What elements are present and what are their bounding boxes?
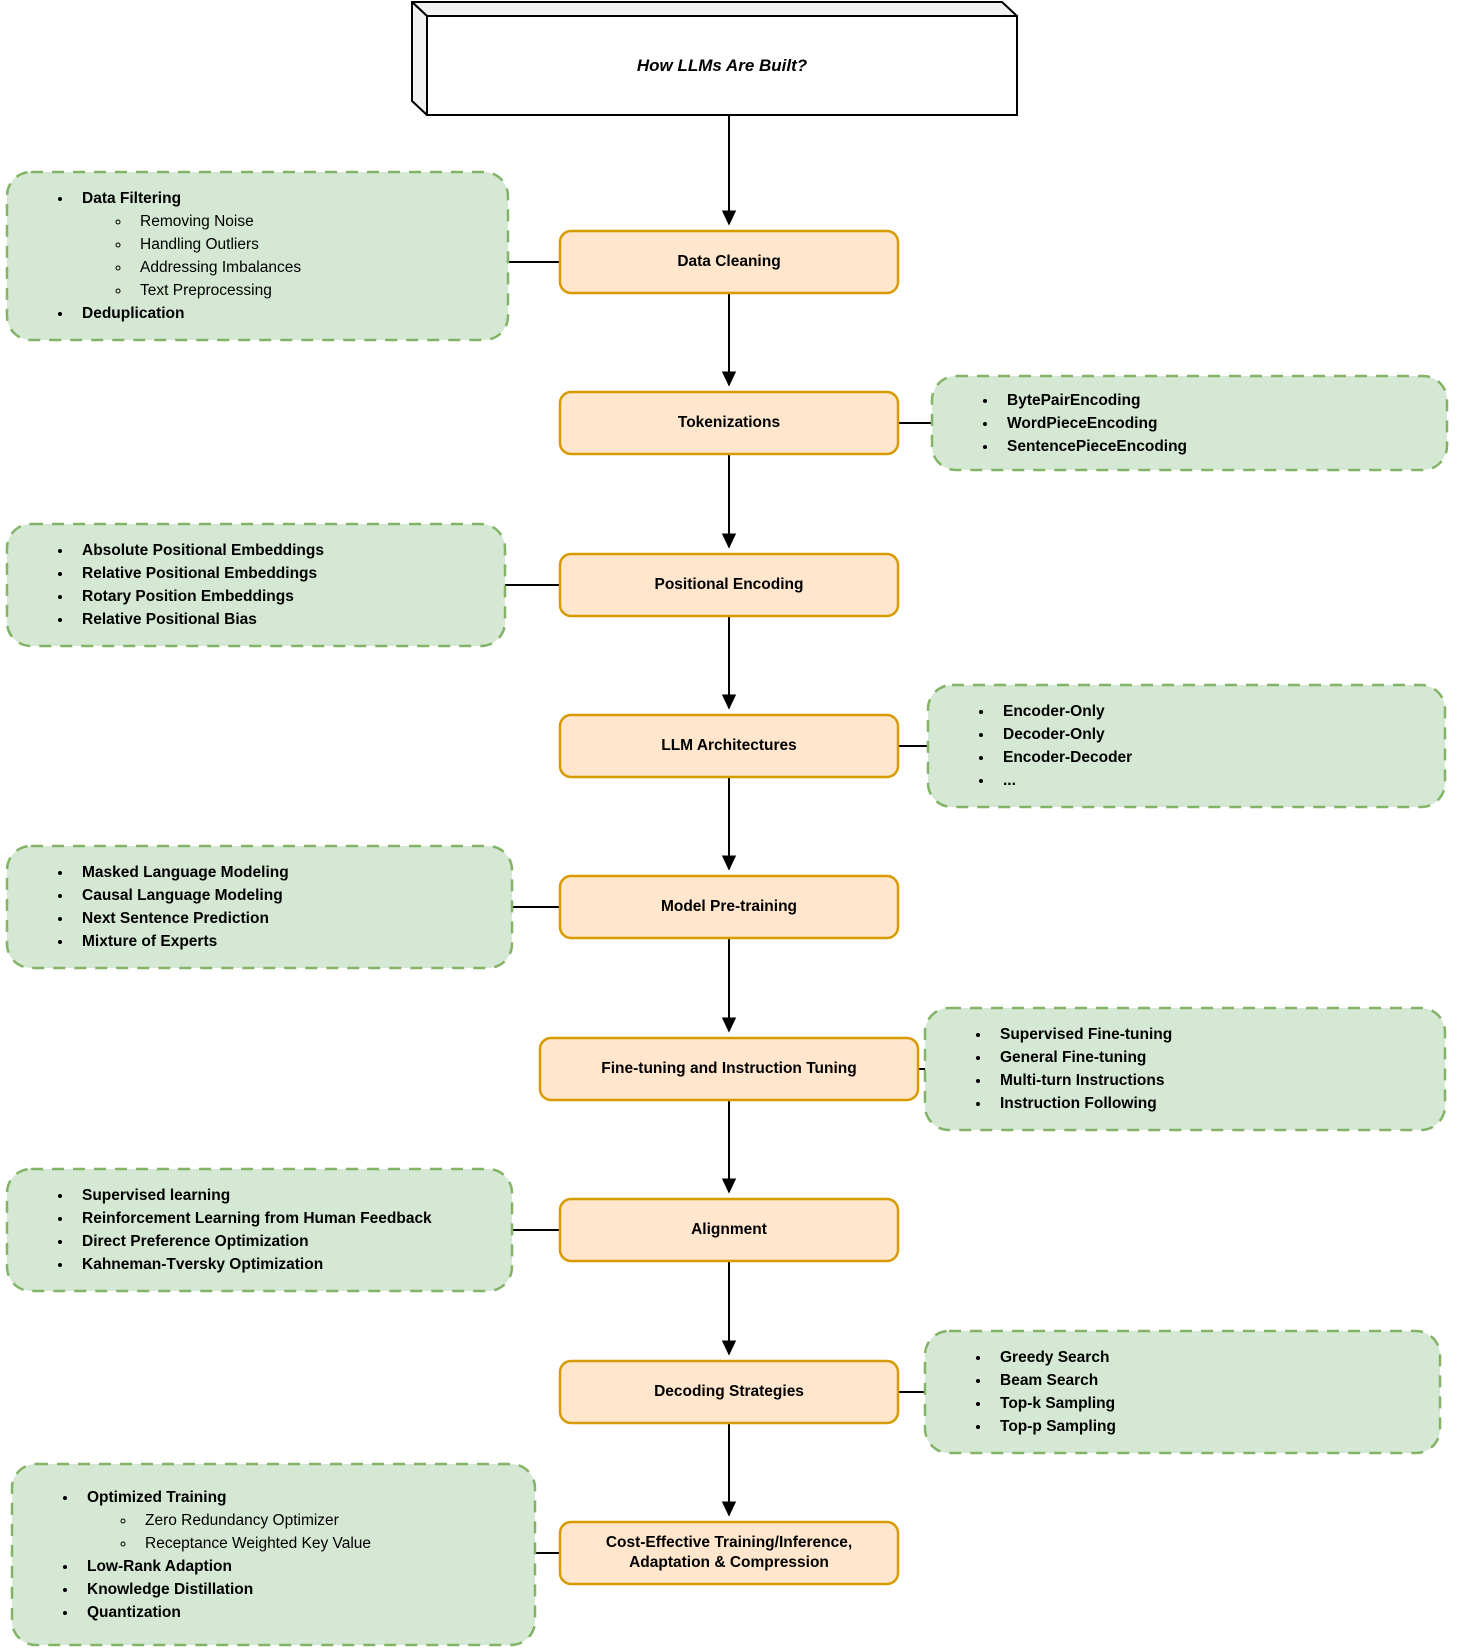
detail-list: BytePairEncodingWordPieceEncodingSentenc… xyxy=(932,389,1447,458)
list-item: Deduplication xyxy=(73,302,498,325)
list-item: Data Filtering xyxy=(73,187,498,210)
list-item: Kahneman-Tversky Optimization xyxy=(73,1253,502,1276)
list-item: Top-k Sampling xyxy=(991,1392,1430,1415)
list-item: Relative Positional Bias xyxy=(73,608,495,631)
details-alignment: Supervised learningReinforcement Learnin… xyxy=(7,1169,512,1291)
detail-list: Optimized TrainingZero Redundancy Optimi… xyxy=(12,1486,535,1624)
list-item: Top-p Sampling xyxy=(991,1415,1430,1438)
list-item: Optimized Training xyxy=(78,1486,525,1509)
stage-tokenizations: Tokenizations xyxy=(677,414,781,431)
stage-data-cleaning: Data Cleaning xyxy=(677,253,781,270)
stage-positional-encoding: Positional Encoding xyxy=(654,576,804,593)
list-item: Beam Search xyxy=(991,1369,1430,1392)
list-item: Absolute Positional Embeddings xyxy=(73,539,495,562)
stage-model-pre-training: Model Pre-training xyxy=(660,898,798,915)
list-item: Quantization xyxy=(78,1601,525,1624)
list-item: Decoder-Only xyxy=(994,723,1435,746)
list-item: Reinforcement Learning from Human Feedba… xyxy=(73,1207,502,1230)
details-llm-architectures: Encoder-OnlyDecoder-OnlyEncoder-Decoder.… xyxy=(928,685,1445,807)
list-item: Supervised Fine-tuning xyxy=(991,1023,1435,1046)
diagram-title: How LLMs Are Built? xyxy=(636,55,808,75)
list-item: Next Sentence Prediction xyxy=(73,907,502,930)
detail-list: Masked Language ModelingCausal Language … xyxy=(7,861,512,953)
list-item: BytePairEncoding xyxy=(998,389,1437,412)
title-cube xyxy=(411,1,1018,116)
list-item: Knowledge Distillation xyxy=(78,1578,525,1601)
detail-connectors xyxy=(505,261,932,1554)
detail-list: Supervised Fine-tuningGeneral Fine-tunin… xyxy=(925,1023,1445,1115)
list-item: General Fine-tuning xyxy=(991,1046,1435,1069)
stage-rects xyxy=(538,229,920,1586)
list-item: Text Preprocessing xyxy=(131,279,498,302)
details-cost-effective: Optimized TrainingZero Redundancy Optimi… xyxy=(12,1464,535,1645)
list-item: Rotary Position Embeddings xyxy=(73,585,495,608)
list-item: Handling Outliers xyxy=(131,233,498,256)
list-item: Greedy Search xyxy=(991,1346,1430,1369)
details-decoding-strategies: Greedy SearchBeam SearchTop-k SamplingTo… xyxy=(925,1331,1440,1453)
stage-decoding-strategies: Decoding Strategies xyxy=(654,1383,804,1400)
detail-list: Encoder-OnlyDecoder-OnlyEncoder-Decoder.… xyxy=(928,700,1445,792)
list-item: Multi-turn Instructions xyxy=(991,1069,1435,1092)
detail-list: Greedy SearchBeam SearchTop-k SamplingTo… xyxy=(925,1346,1440,1438)
list-item: WordPieceEncoding xyxy=(998,412,1437,435)
stage-alignment: Alignment xyxy=(691,1221,767,1238)
list-item: Direct Preference Optimization xyxy=(73,1230,502,1253)
detail-rects xyxy=(5,170,1449,1647)
list-item: Addressing Imbalances xyxy=(131,256,498,279)
list-item: Encoder-Only xyxy=(994,700,1435,723)
list-item: Instruction Following xyxy=(991,1092,1435,1115)
list-item: Receptance Weighted Key Value xyxy=(136,1532,525,1555)
list-item: Supervised learning xyxy=(73,1184,502,1207)
detail-list: Data FilteringRemoving NoiseHandling Out… xyxy=(7,187,508,325)
list-item: Zero Redundancy Optimizer xyxy=(136,1509,525,1532)
list-item: Mixture of Experts xyxy=(73,930,502,953)
detail-list: Absolute Positional EmbeddingsRelative P… xyxy=(7,539,505,631)
stage-fine-tuning: Fine-tuning and Instruction Tuning xyxy=(601,1060,857,1077)
stage-llm-architectures: LLM Architectures xyxy=(661,737,797,754)
details-data-cleaning: Data FilteringRemoving NoiseHandling Out… xyxy=(7,172,508,340)
details-tokenizations: BytePairEncodingWordPieceEncodingSentenc… xyxy=(932,376,1447,470)
details-model-pre-training: Masked Language ModelingCausal Language … xyxy=(7,846,512,968)
details-positional-encoding: Absolute Positional EmbeddingsRelative P… xyxy=(7,524,505,646)
list-item: Causal Language Modeling xyxy=(73,884,502,907)
list-item: Encoder-Decoder xyxy=(994,746,1435,769)
list-item: SentencePieceEncoding xyxy=(998,435,1437,458)
list-item: Relative Positional Embeddings xyxy=(73,562,495,585)
detail-list: Supervised learningReinforcement Learnin… xyxy=(7,1184,512,1276)
details-fine-tuning: Supervised Fine-tuningGeneral Fine-tunin… xyxy=(925,1008,1445,1130)
stage-cost-effective: Cost-Effective Training/Inference, Adapt… xyxy=(605,1534,853,1571)
list-item: Masked Language Modeling xyxy=(73,861,502,884)
list-item: Removing Noise xyxy=(131,210,498,233)
list-item: Low-Rank Adaption xyxy=(78,1555,525,1578)
list-item: ... xyxy=(994,769,1435,792)
